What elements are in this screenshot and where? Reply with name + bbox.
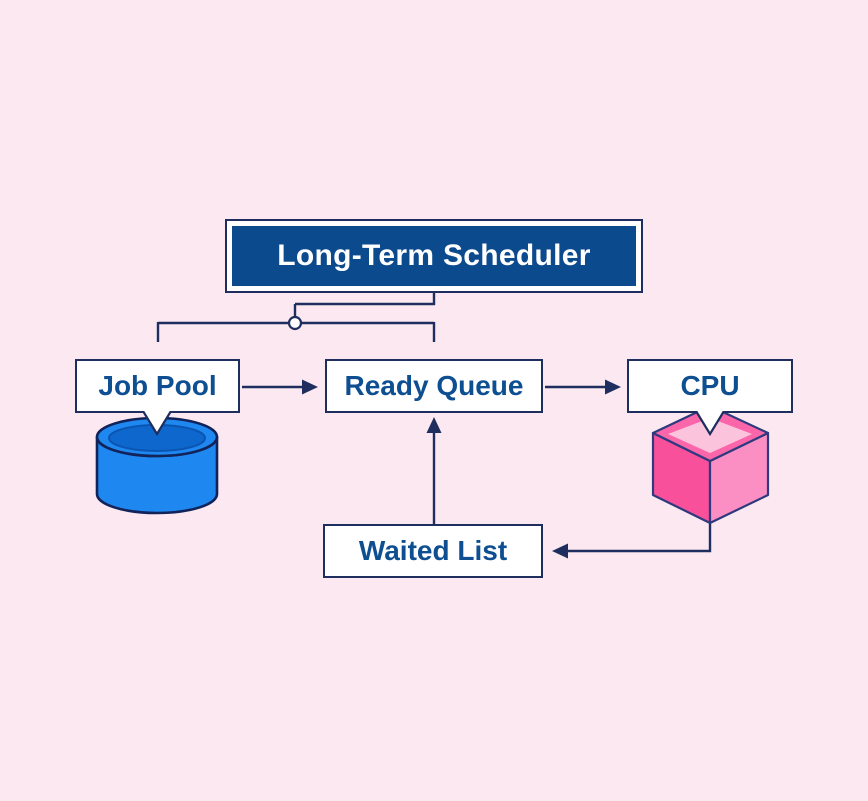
arrowhead-right-icon: [302, 379, 318, 395]
job-pool-callout-tail: [142, 411, 172, 437]
arrowhead-left-icon: [552, 543, 568, 559]
node-label: Ready Queue: [344, 370, 524, 401]
arrowhead-right-icon: [605, 379, 621, 395]
cpu-callout-tail: [695, 411, 725, 437]
callout-tail-shape: [142, 411, 172, 437]
database-icon: [95, 416, 219, 515]
arrow-waited-list-to-ready-queue: [426, 417, 442, 525]
arrow-job-pool-to-ready-queue: [242, 379, 318, 395]
arrow-ready-queue-to-cpu: [545, 379, 621, 395]
arrow-cpu-to-waited-list: [552, 520, 712, 559]
node-cpu: CPU: [627, 359, 793, 413]
page-title: Long-Term Scheduler: [232, 226, 636, 286]
scheduler-title-box: Long-Term Scheduler: [225, 219, 643, 293]
node-label: CPU: [680, 370, 740, 401]
node-job-pool: Job Pool: [75, 359, 240, 413]
arrow-shaft: [567, 520, 712, 553]
node-waited-list: Waited List: [323, 524, 543, 578]
node-label: Job Pool: [98, 370, 217, 401]
node-ready-queue: Ready Queue: [325, 359, 543, 413]
connector-junction-dot: [287, 315, 303, 331]
callout-tail-shape: [695, 411, 725, 437]
arrowhead-up-icon: [426, 417, 442, 433]
node-label: Waited List: [358, 535, 508, 566]
